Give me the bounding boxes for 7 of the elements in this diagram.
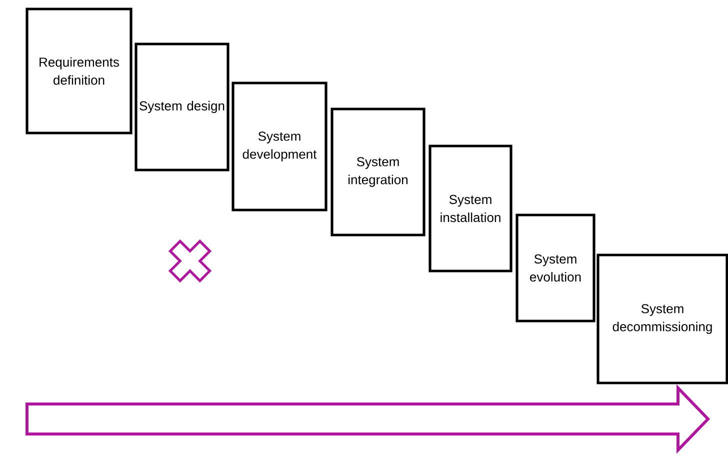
process-box: Requirements definition: [26, 8, 132, 134]
process-box: System integration: [330, 108, 426, 236]
process-box: System design: [134, 42, 230, 172]
process-box: System installation: [428, 144, 512, 272]
process-box: System development: [232, 82, 328, 212]
process-box: System decommissioning: [596, 254, 728, 384]
process-box: System evolution: [516, 214, 596, 322]
